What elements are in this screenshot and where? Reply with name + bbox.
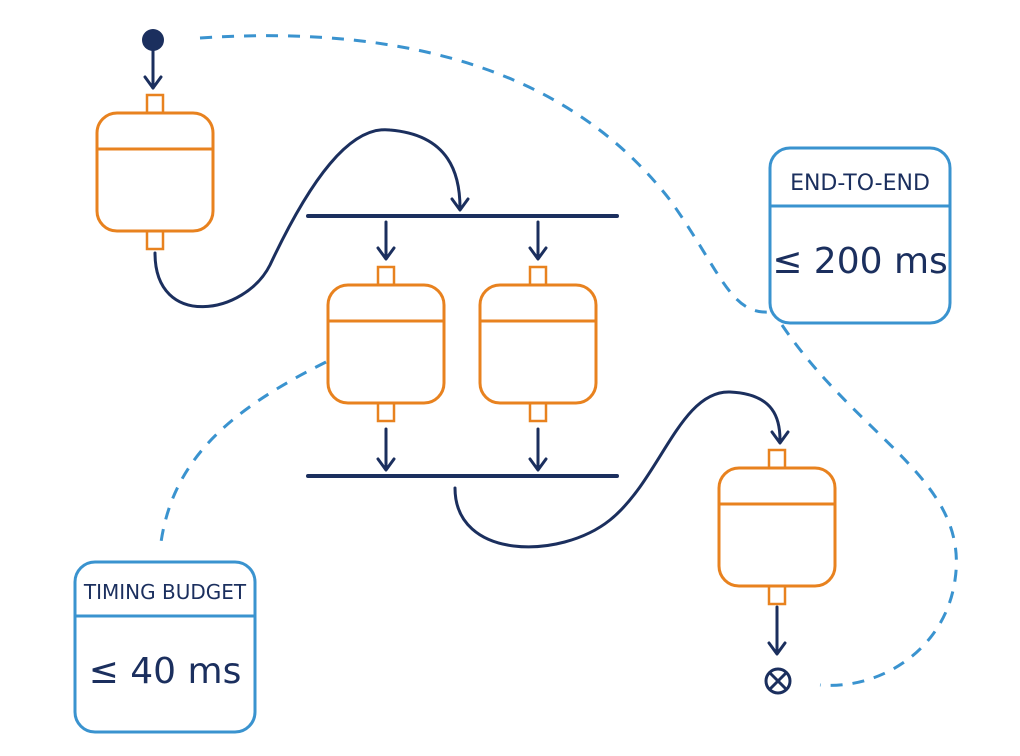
dashed-link-final-return bbox=[780, 324, 958, 687]
activity-node-3 bbox=[478, 265, 598, 423]
activity-node-4 bbox=[717, 448, 837, 606]
dashed-link-timing-budget bbox=[158, 360, 327, 551]
note-timing-budget: TIMING BUDGET ≤ 40 ms bbox=[73, 560, 257, 734]
final-node bbox=[764, 667, 792, 695]
note-value: ≤ 200 ms bbox=[772, 241, 948, 282]
note-end-to-end: END-TO-END ≤ 200 ms bbox=[768, 146, 952, 325]
initial-node bbox=[142, 29, 164, 51]
note-title: TIMING BUDGET bbox=[83, 580, 247, 604]
note-value: ≤ 40 ms bbox=[89, 651, 242, 692]
flow-join-to-node4 bbox=[453, 390, 782, 549]
flow-node1-to-fork bbox=[153, 128, 462, 308]
note-title: END-TO-END bbox=[790, 171, 930, 196]
dashed-link-end-to-end bbox=[199, 34, 771, 314]
activity-node-1 bbox=[95, 93, 215, 251]
activity-node-2 bbox=[326, 265, 446, 423]
